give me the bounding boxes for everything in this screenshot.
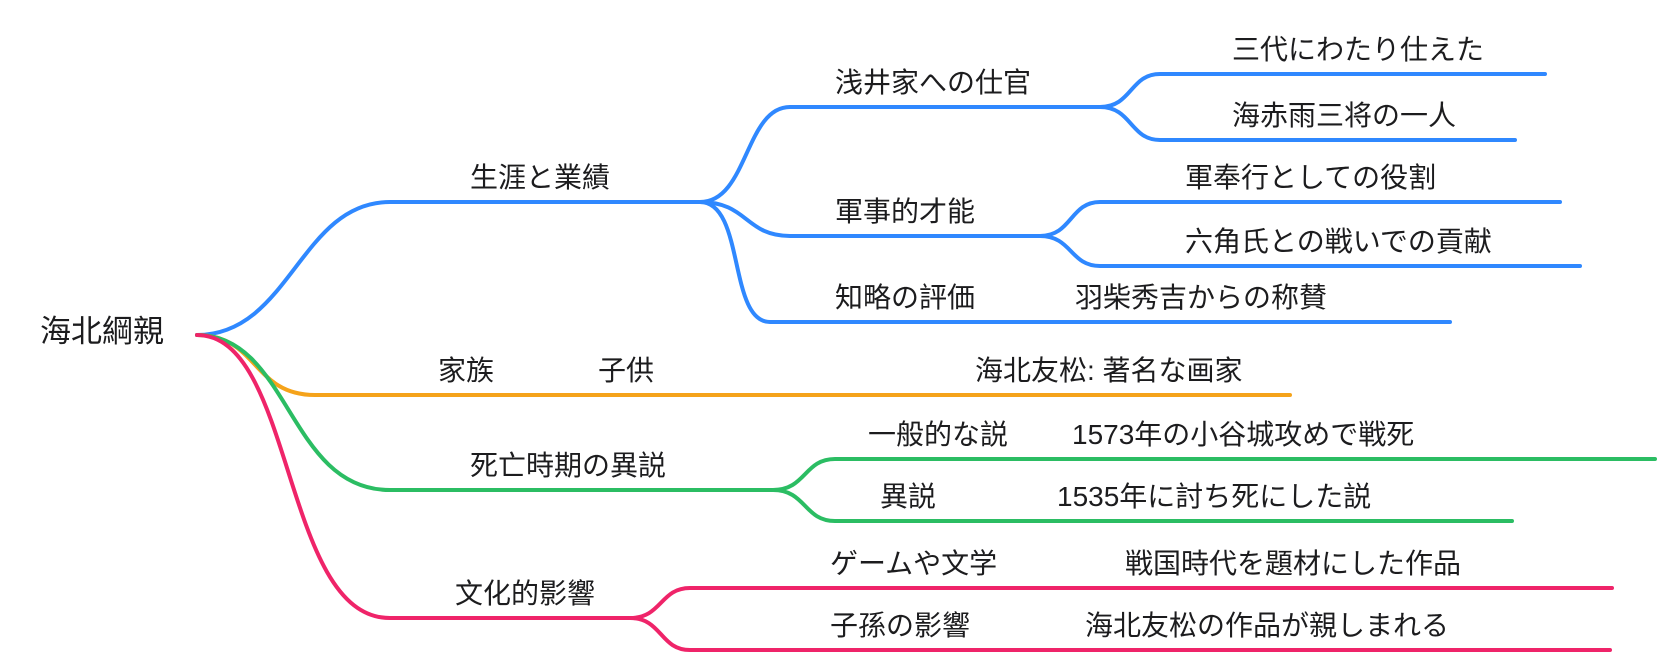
node-strategy-reputation[interactable]: 知略の評価 xyxy=(835,282,976,313)
node-sengoku-themed-works[interactable]: 戦国時代を題材にした作品 xyxy=(1125,548,1462,579)
link-death-to-common-theory xyxy=(771,457,1657,492)
node-descendants-influence[interactable]: 子孫の影響 xyxy=(830,610,971,641)
link-root-to-life-achievements xyxy=(195,200,702,337)
link-cultural-to-descendants xyxy=(628,616,1612,652)
node-family[interactable]: 家族 xyxy=(438,355,495,386)
node-alternative-theory[interactable]: 異説 xyxy=(880,481,937,512)
node-games-and-literature[interactable]: ゲームや文学 xyxy=(830,548,998,579)
node-died-1573-odani-siege[interactable]: 1573年の小谷城攻めで戦死 xyxy=(1072,419,1415,450)
link-military-to-rokkaku-battles xyxy=(1038,234,1582,268)
node-children[interactable]: 子供 xyxy=(598,355,655,386)
link-service-azai-to-three-generations xyxy=(1098,72,1547,109)
node-yusho-works-beloved[interactable]: 海北友松の作品が親しまれる xyxy=(1085,610,1450,641)
node-cultural-influence[interactable]: 文化的影響 xyxy=(455,578,596,609)
link-root-to-death-theories xyxy=(195,333,775,492)
node-kaiho-yusho-painter[interactable]: 海北友松: 著名な画家 xyxy=(975,355,1243,386)
node-service-to-azai-family[interactable]: 浅井家への仕官 xyxy=(835,67,1032,98)
node-life-and-achievements[interactable]: 生涯と業績 xyxy=(470,162,611,193)
node-death-date-theories[interactable]: 死亡時期の異説 xyxy=(470,450,667,481)
node-common-theory[interactable]: 一般的な説 xyxy=(868,419,1009,450)
link-life-to-service-azai xyxy=(698,105,1102,204)
node-served-three-generations[interactable]: 三代にわたり仕えた xyxy=(1232,34,1485,65)
node-contribution-rokkaku-battles[interactable]: 六角氏との戦いでの貢献 xyxy=(1185,226,1492,257)
node-one-of-three-generals[interactable]: 海赤雨三将の一人 xyxy=(1232,100,1457,131)
node-root[interactable]: 海北綱親 xyxy=(40,314,164,349)
node-role-as-war-magistrate[interactable]: 軍奉行としての役割 xyxy=(1185,162,1437,193)
link-service-azai-to-three-generals xyxy=(1098,105,1517,142)
link-root-to-cultural-influence xyxy=(195,333,632,620)
node-praise-from-hideyoshi[interactable]: 羽柴秀吉からの称賛 xyxy=(1075,282,1328,313)
link-military-to-war-magistrate xyxy=(1038,200,1562,238)
link-life-to-strategy-reputation xyxy=(698,200,1452,324)
link-life-to-military-talent xyxy=(698,200,1042,238)
link-cultural-to-games-literature xyxy=(628,586,1614,620)
node-died-1535-theory[interactable]: 1535年に討ち死にした説 xyxy=(1057,481,1372,512)
link-death-to-alternative-theory xyxy=(771,488,1514,523)
node-military-talent[interactable]: 軍事的才能 xyxy=(835,196,976,227)
